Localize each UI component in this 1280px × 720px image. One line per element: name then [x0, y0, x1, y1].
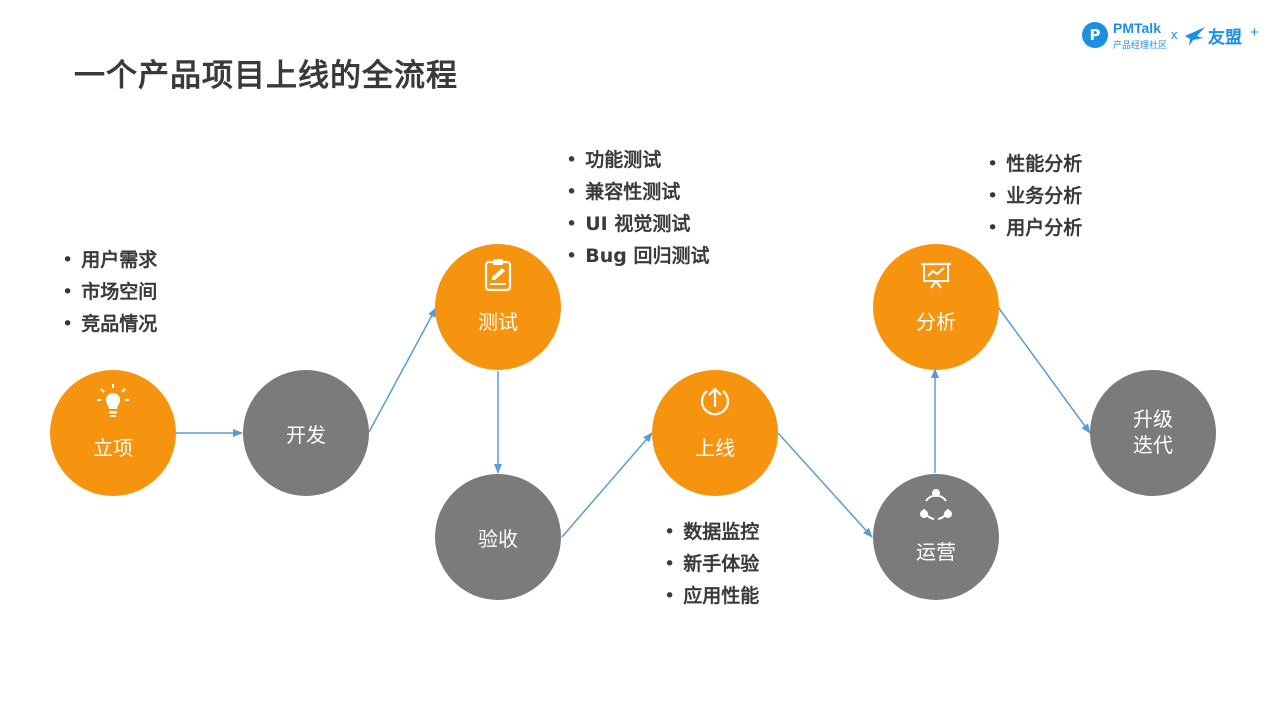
bullets-lixiang: 用户需求 市场空间 竞品情况: [62, 244, 157, 340]
node-label-line-1: 升级: [1133, 407, 1173, 431]
node-label: 分析: [916, 310, 956, 334]
node-label: 升级 迭代: [1090, 406, 1216, 458]
bullets-shangxian: 数据监控 新手体验 应用性能: [664, 516, 759, 612]
node-kaifa: 开发: [243, 370, 369, 496]
arrow-shangxian-to-yunying: [777, 432, 873, 538]
bullet-item: 兼容性测试: [566, 176, 709, 208]
bullet-item: 市场空间: [62, 276, 157, 308]
page-title: 一个产品项目上线的全流程: [74, 58, 458, 94]
node-label: 上线: [695, 436, 735, 460]
node-lixiang: 立项: [50, 370, 176, 496]
node-label: 测试: [478, 310, 518, 334]
pmtalk-brand-subtitle: 产品经理社区: [1113, 41, 1168, 51]
bullet-item: 用户分析: [987, 212, 1082, 244]
node-label: 运营: [916, 540, 956, 564]
umeng-bird-icon: [1185, 27, 1205, 46]
node-shangxian: 上线: [652, 370, 778, 496]
share-network-icon: [920, 489, 952, 520]
bullets-ceshi: 功能测试 兼容性测试 UI 视觉测试 Bug 回归测试: [566, 144, 709, 272]
node-shengji: 升级 迭代: [1090, 370, 1216, 496]
bullet-item: Bug 回归测试: [566, 240, 709, 272]
bullet-item: 性能分析: [987, 148, 1082, 180]
node-label: 验收: [478, 527, 518, 551]
clipboard-edit-icon: [484, 259, 512, 292]
bullet-item: 业务分析: [987, 180, 1082, 212]
logo-plus: +: [1250, 24, 1259, 41]
node-label-line-2: 迭代: [1133, 433, 1173, 457]
upload-icon: [700, 387, 730, 416]
pmtalk-brand-name: PMTalk: [1113, 20, 1161, 36]
node-label: 开发: [286, 423, 326, 447]
arrow-yanshou-to-shangxian: [561, 432, 653, 538]
bullet-item: 功能测试: [566, 144, 709, 176]
bullet-item: UI 视觉测试: [566, 208, 709, 240]
brand-logo: P PMTalk 产品经理社区 x 友盟 +: [1080, 20, 1266, 54]
logo-separator: x: [1171, 27, 1178, 42]
arrow-fenxi-to-shengji: [997, 306, 1091, 434]
bullet-item: 竞品情况: [62, 308, 157, 340]
umeng-brand-name: 友盟: [1208, 28, 1242, 48]
node-ceshi: 测试: [435, 244, 561, 370]
lightbulb-icon: [97, 384, 129, 417]
bullet-item: 数据监控: [664, 516, 759, 548]
bullet-item: 应用性能: [664, 580, 759, 612]
arrow-kaifa-to-ceshi: [368, 307, 437, 433]
node-fenxi: 分析: [873, 244, 999, 370]
bullet-item: 用户需求: [62, 244, 157, 276]
node-label: 立项: [93, 436, 133, 460]
presentation-chart-icon: [921, 262, 951, 289]
pmtalk-logo-icon: P: [1082, 22, 1108, 48]
bullets-fenxi: 性能分析 业务分析 用户分析: [987, 148, 1082, 244]
bullet-item: 新手体验: [664, 548, 759, 580]
node-yunying: 运营: [873, 474, 999, 600]
node-yanshou: 验收: [435, 474, 561, 600]
